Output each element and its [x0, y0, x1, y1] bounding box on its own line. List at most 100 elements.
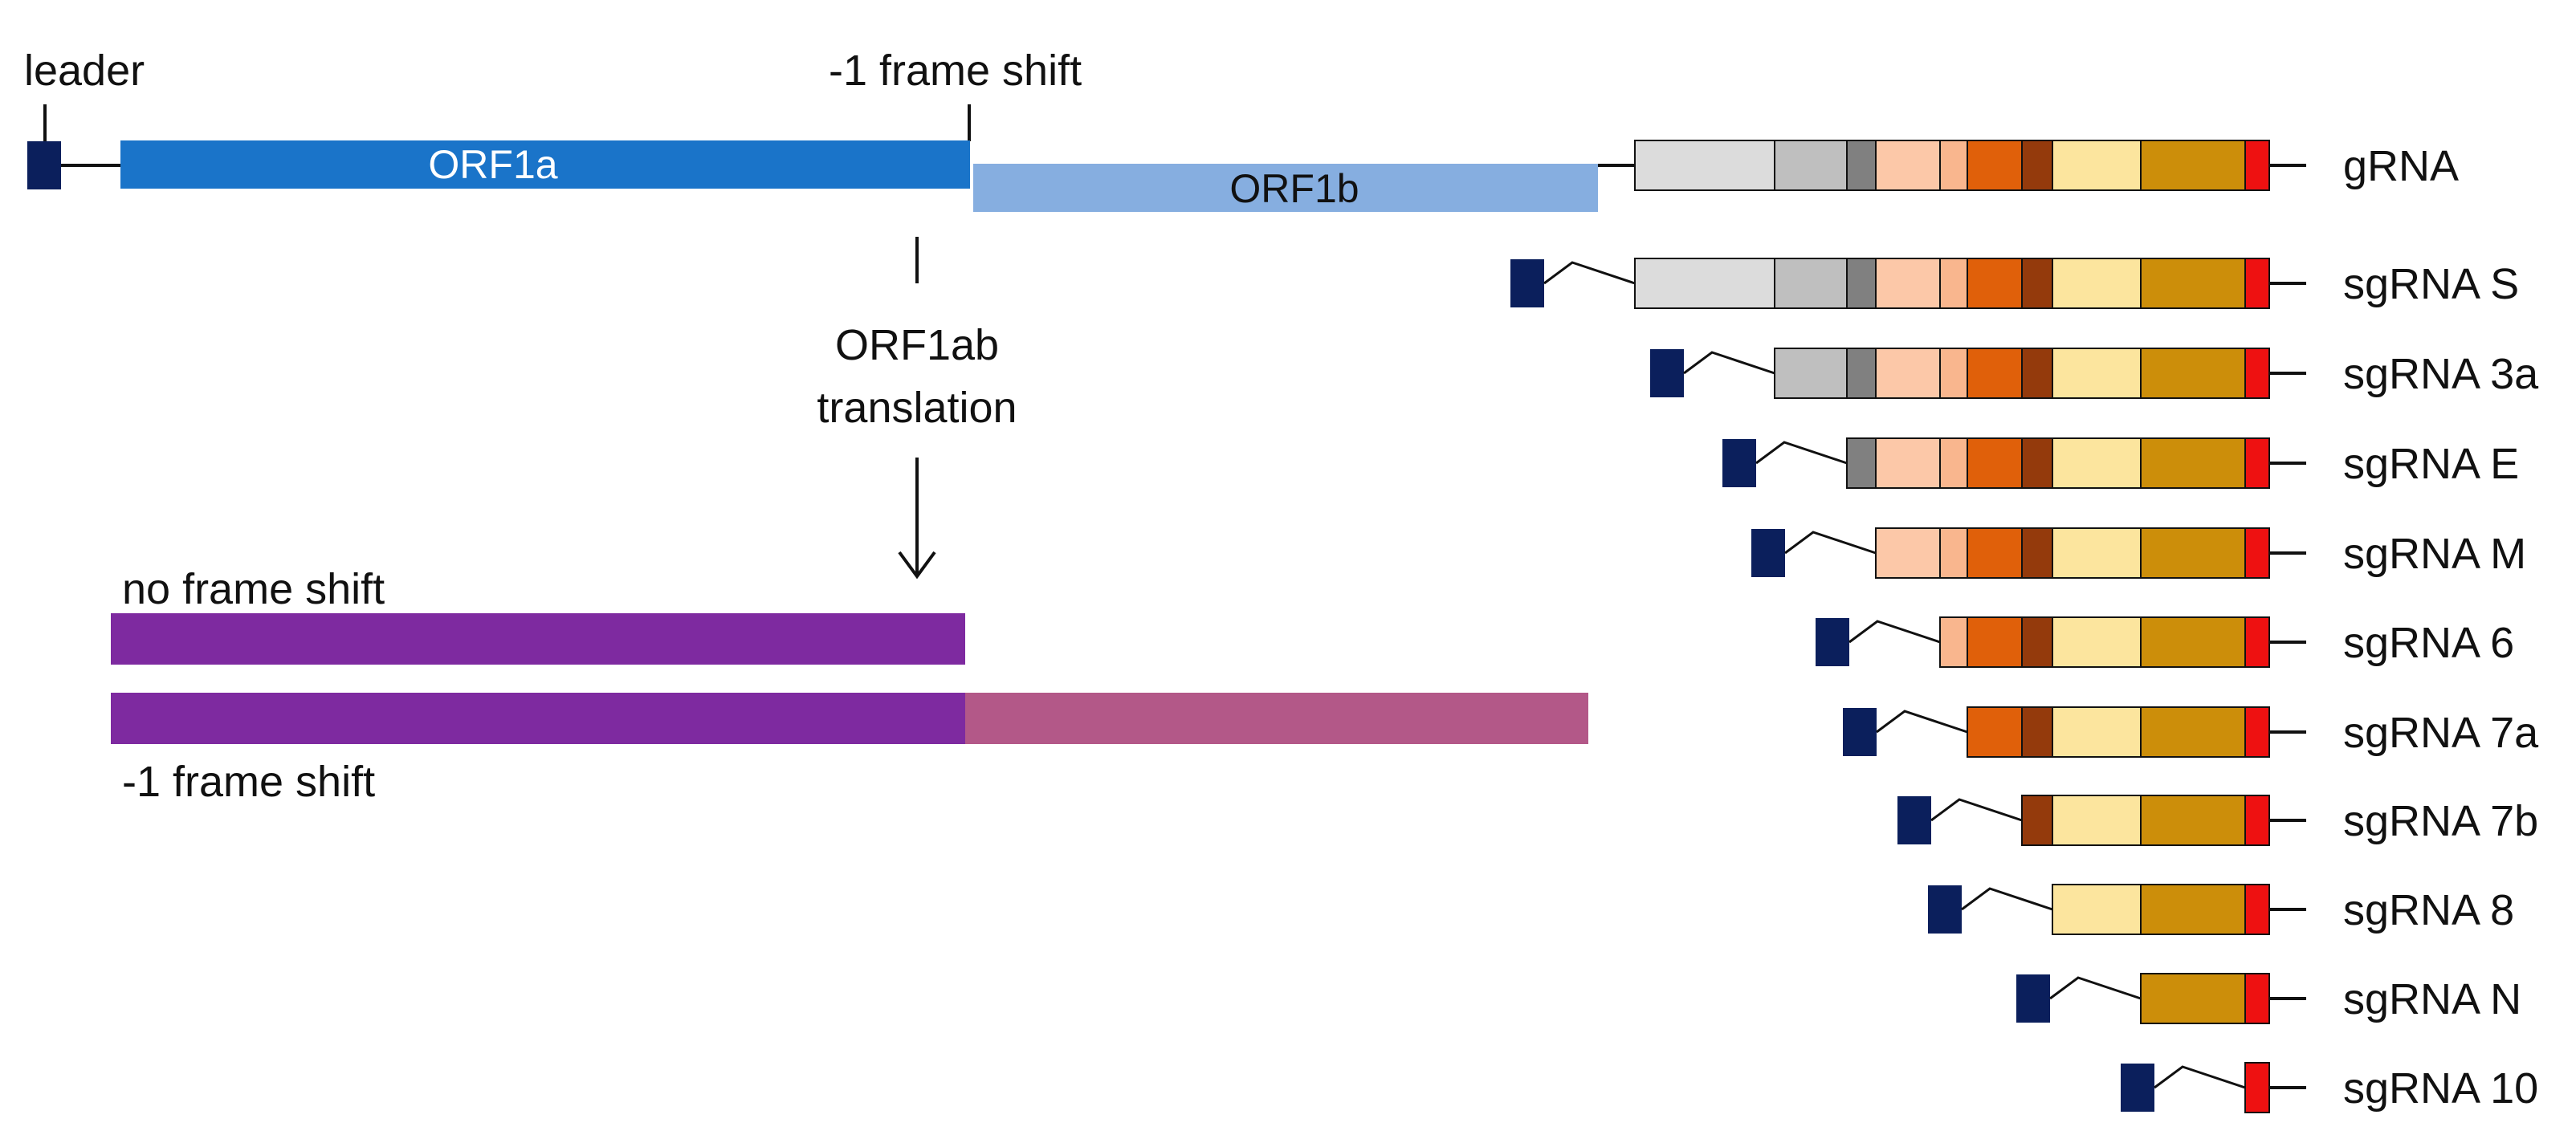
orf1a-bar [120, 140, 970, 189]
gene-block-8 [2052, 795, 2142, 846]
leader-box [1816, 618, 1849, 666]
gene-block-N [2140, 527, 2246, 579]
splice-junction [1784, 531, 1877, 555]
frame-shift-bottom-label: -1 frame shift [122, 758, 375, 806]
gene-block-7a [1967, 258, 2023, 309]
rna-row-label: gRNA [2343, 142, 2459, 190]
rna-row-label: sgRNA 8 [2343, 886, 2514, 934]
gene-block-7b [2021, 706, 2053, 758]
gene-block-7b [2021, 437, 2053, 489]
gene-block-8 [2052, 348, 2142, 399]
gene-block-N [2140, 795, 2246, 846]
gene-block-10 [2244, 884, 2270, 935]
gene-block-10 [2244, 140, 2270, 191]
grna-leader-box [27, 141, 61, 189]
gene-block-7b [2021, 258, 2053, 309]
rna-row-label: sgRNA 10 [2343, 1064, 2538, 1113]
product-frame-shift-orf1b-bar [965, 693, 1588, 744]
gene-block-3a [1774, 140, 1848, 191]
gene-block-10 [2244, 706, 2270, 758]
gene-block-8 [2052, 884, 2142, 935]
splice-junction [1876, 710, 1968, 734]
gene-block-3a [1774, 258, 1848, 309]
gene-block-N [2140, 258, 2246, 309]
splice-junction [2049, 976, 2142, 1000]
gene-block-7a [1967, 140, 2023, 191]
gene-block-10 [2244, 1062, 2270, 1113]
gene-block-8 [2052, 706, 2142, 758]
gene-block-7a [1967, 348, 2023, 399]
gene-block-6 [1939, 527, 1968, 579]
gene-block-8 [2052, 437, 2142, 489]
gene-block-N [2140, 140, 2246, 191]
product-no-frame-shift-bar [111, 613, 965, 665]
gene-block-10 [2244, 437, 2270, 489]
gene-block-E [1846, 348, 1877, 399]
gene-block-6 [1939, 616, 1968, 668]
gene-block-7a [1967, 437, 2023, 489]
gene-block-N [2140, 616, 2246, 668]
leader-box [1751, 529, 1785, 577]
gene-block-E [1846, 437, 1877, 489]
gene-block-N [2140, 706, 2246, 758]
frame-shift-top-label: -1 frame shift [829, 47, 1082, 95]
orf1b-label: ORF1b [1229, 166, 1359, 211]
gene-block-8 [2052, 616, 2142, 668]
gene-block-N [2140, 348, 2246, 399]
product-frame-shift-orf1a-bar [111, 693, 965, 744]
leader-label: leader [24, 47, 145, 95]
rna-row-label: sgRNA S [2343, 260, 2519, 308]
gene-block-10 [2244, 616, 2270, 668]
translation-arrow-head [898, 551, 936, 580]
genome-top: leader -1 frame shift ORF1a ORF1b ORF1ab… [24, 47, 1635, 806]
gene-block-10 [2244, 527, 2270, 579]
gene-block-M [1875, 527, 1941, 579]
gene-block-M [1875, 258, 1941, 309]
orf1a-label: ORF1a [428, 142, 557, 187]
gene-block-N [2140, 437, 2246, 489]
rna-row-label: sgRNA 7b [2343, 797, 2538, 845]
no-frame-shift-label: no frame shift [122, 565, 385, 613]
gene-block-7b [2021, 140, 2053, 191]
gene-block-M [1875, 437, 1941, 489]
gene-block-10 [2244, 348, 2270, 399]
gene-block-E [1846, 258, 1877, 309]
gene-block-6 [1939, 348, 1968, 399]
orf1b-bar [973, 164, 1598, 212]
splice-junction [1930, 798, 2023, 822]
leader-box [2016, 974, 2050, 1023]
gene-block-M [1875, 348, 1941, 399]
gene-block-8 [2052, 140, 2142, 191]
gene-block-10 [2244, 258, 2270, 309]
leader-box [1928, 885, 1962, 934]
splice-junction [1755, 441, 1848, 465]
gene-block-7b [2021, 527, 2053, 579]
rna-row-label: sgRNA 3a [2343, 350, 2539, 398]
gene-block-3a [1774, 348, 1848, 399]
leader-box [2121, 1064, 2154, 1112]
rna-row-label: sgRNA M [2343, 530, 2526, 578]
gene-block-8 [2052, 527, 2142, 579]
leader-box [1897, 796, 1931, 844]
rna-row-label: sgRNA 6 [2343, 619, 2514, 667]
gene-block-S [1634, 258, 1775, 309]
splice-junction [1543, 261, 1636, 285]
splice-junction [1848, 620, 1941, 644]
leader-box [1650, 349, 1684, 397]
splice-junction [1961, 887, 2053, 911]
gene-block-7a [1967, 706, 2023, 758]
gene-block-10 [2244, 973, 2270, 1024]
rna-row-label: sgRNA E [2343, 440, 2519, 488]
gene-block-M [1875, 140, 1941, 191]
leader-box [1510, 259, 1544, 307]
gene-block-6 [1939, 140, 1968, 191]
gene-block-7a [1967, 616, 2023, 668]
gene-block-E [1846, 140, 1877, 191]
gene-block-7b [2021, 348, 2053, 399]
gene-block-7b [2021, 616, 2053, 668]
gene-block-S [1634, 140, 1775, 191]
translation-label-line1: ORF1ab [835, 321, 999, 369]
gene-block-N [2140, 973, 2246, 1024]
gene-block-6 [1939, 437, 1968, 489]
